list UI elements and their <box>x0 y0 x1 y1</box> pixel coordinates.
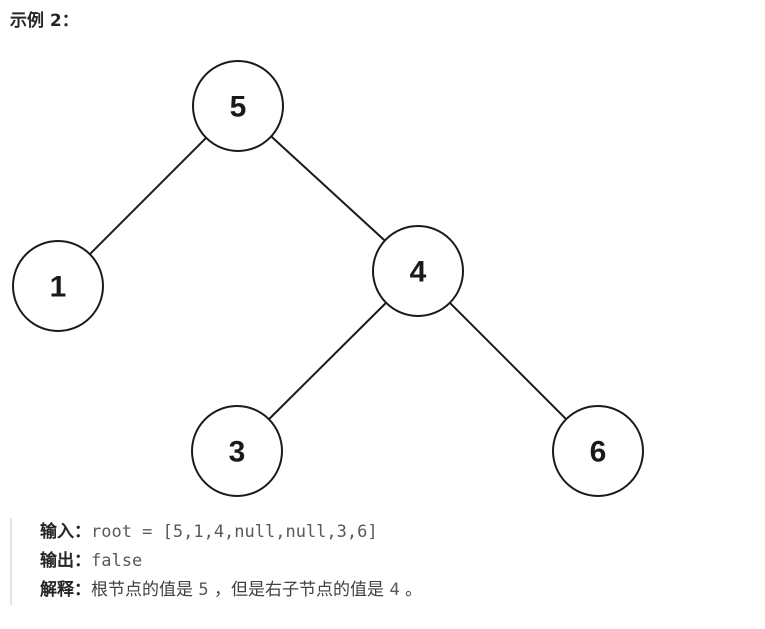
output-label: 输出： <box>40 551 91 571</box>
tree-node-4: 4 <box>372 225 464 317</box>
tree-node-3: 3 <box>191 405 283 497</box>
tree-edge-n4-n3 <box>268 302 387 420</box>
tree-node-label: 3 <box>229 436 246 469</box>
explanation-text-3: 。 <box>399 580 423 600</box>
tree-node-circle <box>372 225 464 317</box>
tree-node-circle <box>191 405 283 497</box>
tree-node-5: 5 <box>192 60 284 152</box>
input-value: root = [5,1,4,null,null,3,6] <box>91 522 378 542</box>
tree-node-1: 1 <box>12 240 104 332</box>
output-row: 输出：false <box>40 547 422 576</box>
tree-node-circle <box>192 60 284 152</box>
explanation-root-value: 5 <box>198 580 209 600</box>
tree-node-circle <box>552 405 644 497</box>
tree-node-circle <box>12 240 104 332</box>
binary-tree-diagram: 5 1 4 3 6 <box>12 60 644 497</box>
explanation-row: 解释：根节点的值是 5 ，但是右子节点的值是 4 。 <box>40 576 422 605</box>
tree-node-label: 1 <box>50 271 67 304</box>
output-value: false <box>91 551 143 571</box>
explanation-text-2: ，但是右子节点的值是 <box>208 580 390 600</box>
tree-node-label: 5 <box>230 91 247 124</box>
input-label: 输入： <box>40 522 91 542</box>
tree-node-6: 6 <box>552 405 644 497</box>
tree-node-label: 6 <box>590 436 607 469</box>
example-title: 示例 2： <box>10 11 79 31</box>
example-io-block: 输入：root = [5,1,4,null,null,3,6] 输出：false… <box>10 518 422 605</box>
tree-edge-n5-n4 <box>270 135 386 242</box>
tree-edge-n5-n1 <box>89 137 207 255</box>
tree-node-label: 4 <box>410 256 427 289</box>
input-row: 输入：root = [5,1,4,null,null,3,6] <box>40 518 422 547</box>
tree-edge-n4-n6 <box>449 302 567 420</box>
explanation-text-1: 根节点的值是 <box>91 580 199 600</box>
explanation-label: 解释： <box>40 580 91 600</box>
explanation-right-child-value: 4 <box>389 580 400 600</box>
